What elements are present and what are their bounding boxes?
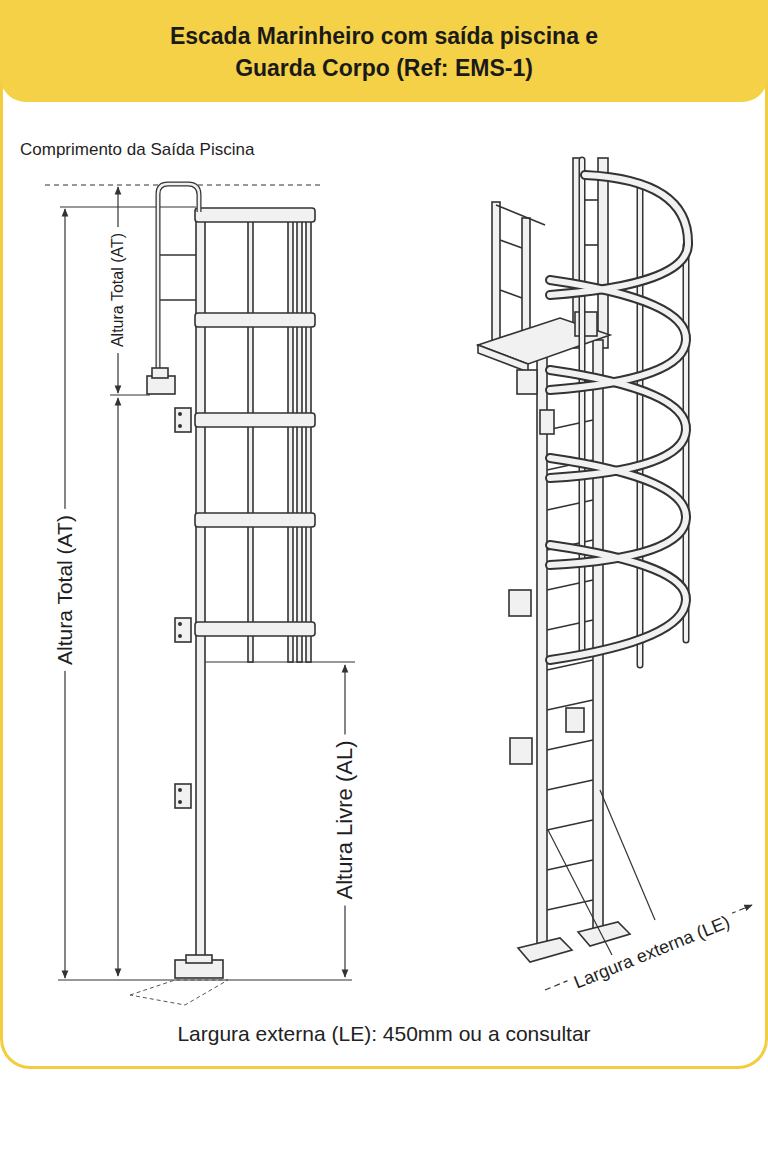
caption-text: Largura externa (LE): 450mm ou a consult…	[0, 1022, 768, 1046]
card-frame	[0, 0, 768, 1069]
dimension-label: Altura Total (AT)	[107, 227, 129, 353]
header-band	[0, 0, 768, 102]
dimension-label: Comprimento da Saída Piscina	[20, 140, 254, 160]
dimension-label: Altura Total (AT)	[51, 509, 79, 671]
title-text: Escada Marinheiro com saída piscina e Gu…	[149, 20, 619, 84]
dimension-label: Altura Livre (AL)	[330, 735, 360, 906]
